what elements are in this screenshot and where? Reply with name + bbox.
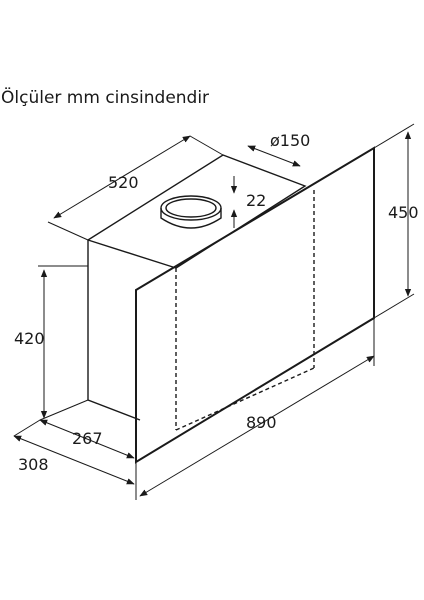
body-top-edge [87, 239, 177, 269]
body-left-face [87, 240, 141, 421]
duct-collar-side [160, 208, 222, 229]
label-width: 890 [246, 413, 277, 432]
duct-collar-inner [165, 198, 217, 218]
dim-line-890 [139, 355, 375, 497]
label-collar-height: 22 [246, 191, 266, 210]
label-total-depth: 308 [18, 455, 49, 474]
label-body-height: 420 [14, 329, 45, 348]
dimension-labels: 520 ø150 22 450 420 267 308 890 [14, 131, 419, 474]
dim-line-520 [53, 135, 191, 219]
dim-line-308 [13, 435, 135, 485]
hood-body [87, 146, 375, 464]
units-caption: Ölçüler mm cinsindendir [1, 88, 210, 108]
dim-line-150 [247, 145, 301, 167]
label-depth-top: 520 [108, 173, 139, 192]
label-panel-height: 450 [388, 203, 419, 222]
dimension-lines [13, 123, 415, 500]
label-duct-diameter: ø150 [270, 131, 310, 150]
label-body-depth: 267 [72, 429, 103, 448]
